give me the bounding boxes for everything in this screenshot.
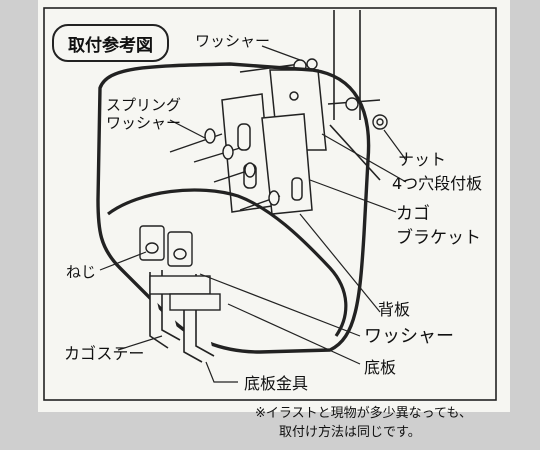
screws-and-washers: [169, 128, 281, 211]
label-bottom-fitting: 底板金具: [244, 374, 309, 393]
bottom-fittings: [139, 225, 221, 311]
label-spring-washer-line2: ワッシャー: [106, 114, 182, 132]
label-washer-top: ワッシャー: [195, 32, 271, 50]
label-back-plate: 背板: [378, 300, 411, 319]
label-four-hole-plate: 4つ穴段付板: [392, 174, 483, 193]
label-screw: ねじ: [66, 263, 97, 281]
leader-lines: [99, 45, 407, 383]
footnote-line1: ※イラストと現物が多少異なっても、: [255, 406, 472, 421]
label-washer-bottom: ワッシャー: [364, 326, 454, 347]
label-spring-washer-line1: スプリング: [106, 96, 182, 114]
diagram-title: 取付参考図: [52, 24, 169, 62]
footnote-line2: 取付け方法は同じです。: [279, 425, 421, 440]
label-basket-stay: カゴステー: [64, 344, 145, 363]
basket-outline: [96, 62, 371, 354]
label-basket-bracket-line2: ブラケット: [396, 228, 481, 248]
label-nut: ナット: [398, 150, 447, 169]
basket-bottom: [107, 188, 348, 337]
label-bottom-plate: 底板: [364, 358, 397, 377]
footnote: ※イラストと現物が多少異なっても、 取付け方法は同じです。: [255, 404, 525, 442]
label-basket-bracket-line1: カゴ: [396, 204, 430, 224]
diagram-frame: [43, 7, 497, 401]
